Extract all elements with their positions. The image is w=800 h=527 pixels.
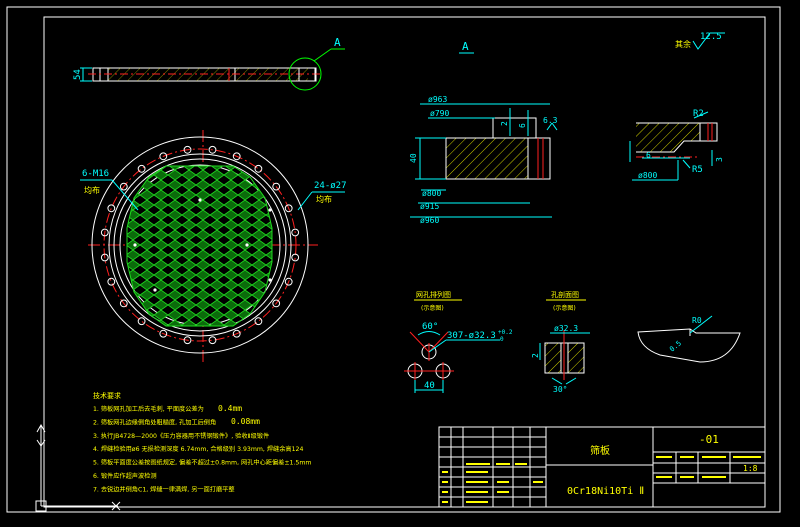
notes-title: 技术要求: [93, 391, 121, 400]
bolt-hole: [284, 277, 293, 286]
scale: 1:8: [743, 464, 758, 473]
detail-r2: R2: [693, 109, 704, 119]
dim-d960: ø960: [420, 216, 439, 225]
bolt-hole: [100, 253, 109, 262]
bolt-hole: [137, 164, 146, 173]
dim-d800: ø800: [422, 189, 441, 198]
note-line: 6. 锻件应作超声波检测: [93, 472, 157, 480]
plan-view: [88, 130, 318, 363]
bolt-hole: [208, 145, 217, 154]
hole-section-dia: ø32.3: [554, 324, 578, 333]
detail-right-view: [636, 122, 718, 158]
hole-section-depth: 2: [531, 353, 540, 358]
note-line: 1. 筛板网孔加工后去毛刺, 平面度公差为: [93, 405, 204, 413]
bolt-hole: [232, 329, 241, 338]
bolt-hole: [183, 336, 192, 345]
hole-tol-upper: +0.2: [498, 329, 513, 336]
edge-dim: 0.5: [668, 339, 683, 353]
bolt-hole: [100, 228, 109, 237]
hole-pattern-title: 网孔排列图: [416, 290, 451, 299]
bolt-hole: [137, 317, 146, 326]
title-block: [438, 426, 766, 508]
outer-frame: [6, 6, 781, 513]
dim-height-40: 40: [409, 153, 418, 163]
edge-detail-view: [637, 315, 741, 363]
section-label-a: A: [462, 40, 469, 53]
dim-d915: ø915: [420, 202, 439, 211]
roughness-value: 12.5: [700, 32, 722, 42]
drawing-number: -01: [699, 433, 719, 446]
hole-section-view: [544, 330, 585, 380]
bolt-holes-callout: 6-M16: [82, 169, 109, 179]
note-value-2: 0.08mm: [231, 417, 260, 426]
bolt-hole: [159, 329, 168, 338]
section-a-dimensions: [410, 103, 558, 218]
hole-section-subtitle: (示意图): [553, 304, 576, 312]
detail-d800: ø800: [638, 171, 657, 180]
dim-2: 2: [500, 121, 509, 126]
bolt-hole: [272, 299, 281, 308]
through-holes-note: 均布: [316, 194, 332, 204]
edge-r0: R0: [692, 316, 702, 325]
top-view-thickness: 54: [73, 69, 83, 80]
roughness-symbol: [692, 32, 725, 50]
material: 0Cr18Ni10Ti Ⅱ: [567, 486, 644, 497]
bolt-hole: [107, 204, 116, 213]
bolt-hole: [183, 145, 192, 154]
detail-dim-3: 3: [715, 157, 724, 162]
hole-angle: 60°: [422, 322, 438, 332]
note-line: 2. 筛板网孔边缘倒角处粗糙度, 孔加工后倒角: [93, 418, 216, 426]
bolt-hole: [107, 277, 116, 286]
note-value-1: 0.4mm: [218, 404, 242, 413]
inner-frame: [43, 16, 766, 508]
through-holes-callout: 24-ø27: [314, 181, 347, 191]
roughness-note: 其余: [675, 39, 691, 49]
detail-r5: R5: [692, 165, 703, 175]
part-name: 筛板: [590, 444, 610, 457]
hole-pattern-subtitle: (示意图): [421, 304, 444, 312]
bolt-hole: [119, 182, 128, 191]
hole-tol-lower: 0: [500, 336, 504, 343]
title-block-cell-text: [442, 456, 761, 503]
hole-pitch: 40: [424, 381, 435, 391]
hole-section-angle: 30°: [553, 385, 567, 394]
dim-6: 6: [518, 123, 527, 128]
bolt-hole: [254, 317, 263, 326]
hole-spec: 307-ø32.3: [447, 331, 496, 341]
bolt-hole: [159, 152, 168, 161]
roughness-6-3: 6.3: [543, 116, 558, 125]
top-view: [80, 48, 345, 91]
hole-pattern-view: [404, 331, 454, 380]
bolt-hole: [272, 182, 281, 191]
bolt-hole-circle: [100, 145, 300, 345]
bolt-hole: [291, 253, 300, 262]
hole-section-dims: [539, 332, 590, 385]
hole-pattern-dims: [414, 331, 500, 393]
bolt-holes-note: 均布: [84, 185, 100, 195]
bolt-hole: [208, 336, 217, 345]
dim-d963: ø963: [428, 95, 447, 104]
notes-list: 1. 筛板网孔加工后去毛刺, 平面度公差为 2. 筛板网孔边缘倒角处粗糙度, 孔加…: [93, 405, 311, 493]
section-a-view: [445, 117, 551, 180]
note-line: 3. 执行JB4728—2000《压力容器用不锈钢锻件》, 验收Ⅱ级锻件: [93, 432, 269, 440]
detail-marker-a: A: [334, 36, 341, 49]
note-line: 4. 焊缝检验用ø6 无损检测深度 6.74mm, 合格级别 3.93mm, 焊…: [93, 445, 303, 453]
hole-section-title: 孔剖面图: [551, 290, 579, 299]
detail-dim-6: 6: [646, 151, 651, 160]
note-line: 5. 筛板平面度公差按图纸规定, 偏差不超过±0.8mm, 网孔中心距偏差±1.…: [93, 459, 311, 467]
bolt-hole: [254, 164, 263, 173]
bolt-hole: [284, 204, 293, 213]
note-line: 7. 去锐边并倒角C1, 焊缝一律满焊, 另一面打磨平整: [93, 485, 235, 493]
dim-d790: ø790: [430, 109, 449, 118]
plan-callout-leaders: [80, 179, 345, 211]
detail-right-dimensions: [629, 111, 713, 181]
ucs-icon: [35, 423, 121, 512]
bolt-hole: [119, 299, 128, 308]
bolt-hole: [232, 152, 241, 161]
bolt-hole: [291, 228, 300, 237]
